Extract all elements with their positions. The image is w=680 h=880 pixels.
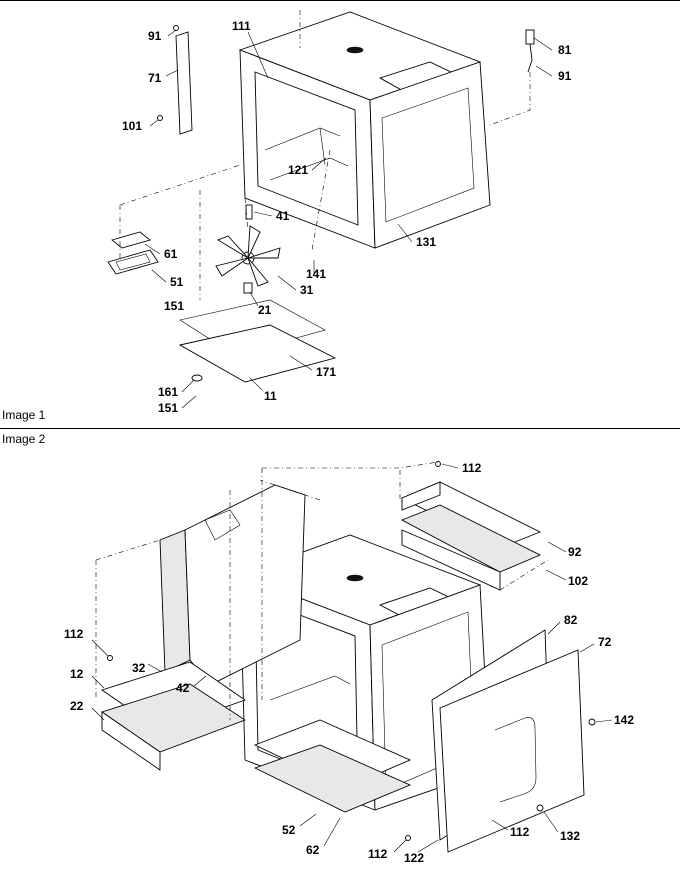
callout-101: 101	[122, 119, 142, 133]
callout-leaders-2	[91, 463, 613, 853]
callout-52: 52	[282, 823, 296, 837]
callout-122: 122	[404, 851, 424, 865]
side-panel-72	[439, 649, 585, 853]
fan-nut-21	[243, 282, 253, 294]
top-panel-102	[400, 504, 542, 591]
bottom-tray-22	[100, 683, 246, 771]
callout-21: 21	[258, 303, 272, 317]
callout-82: 82	[564, 613, 578, 627]
callout-151: 151	[164, 299, 184, 313]
callout-51: 51	[170, 275, 184, 289]
callout-91b: 91	[558, 69, 572, 83]
callout-62: 62	[306, 843, 320, 857]
callout-121: 121	[288, 163, 308, 177]
callout-141: 141	[306, 267, 326, 281]
callout-61: 61	[164, 247, 178, 261]
callout-132: 132	[560, 829, 580, 843]
callout-102: 102	[568, 574, 588, 588]
light-lens-61	[111, 231, 151, 249]
bottom-panel-11	[178, 324, 337, 383]
screw-91-left	[173, 25, 179, 31]
top-rule	[0, 0, 680, 1]
side-trim-71	[175, 31, 193, 135]
callout-12: 12	[70, 667, 84, 681]
callout-171: 171	[316, 365, 336, 379]
callout-161: 161	[158, 385, 178, 399]
callout-labels-2: 112 92 102 82 72 112 12 22 32 42 142 52 …	[64, 461, 634, 865]
screw-112-bottom	[405, 835, 411, 841]
callout-11: 11	[264, 389, 277, 403]
panel-title-image-2: Image 2	[2, 432, 46, 446]
callout-112-bottom: 112	[368, 847, 388, 861]
callout-142: 142	[614, 713, 634, 727]
screw-112-left	[107, 655, 113, 661]
fan-shaft-41	[245, 204, 253, 220]
bracket-161	[191, 374, 203, 382]
callout-92: 92	[568, 545, 582, 559]
callout-labels-1: 91 111 71 101 81 91 121 131 41 61 51 151…	[122, 19, 572, 415]
sensor-81	[525, 29, 535, 73]
callout-leaders-1	[144, 29, 553, 409]
screw-112-top	[435, 461, 441, 467]
callout-81: 81	[558, 43, 572, 57]
light-housing-51	[107, 249, 159, 275]
bottom-panel-62	[253, 744, 412, 813]
screw-132	[536, 804, 544, 812]
callout-32: 32	[132, 661, 146, 675]
panel-title-image-1: Image 1	[2, 408, 46, 422]
screw-101	[157, 115, 163, 121]
callout-71: 71	[148, 71, 162, 85]
left-wrap-42	[184, 484, 306, 686]
callout-22: 22	[70, 699, 84, 713]
callout-131: 131	[416, 235, 436, 249]
callout-41: 41	[276, 209, 290, 223]
callout-112-right: 112	[510, 825, 530, 839]
callout-31: 31	[300, 283, 314, 297]
callout-111: 111	[232, 19, 251, 33]
callout-151b: 151	[158, 401, 178, 415]
panel-divider	[0, 428, 680, 429]
callout-72: 72	[598, 635, 612, 649]
callout-112-left: 112	[64, 627, 84, 641]
screw-142	[588, 718, 596, 726]
convection-fan-31	[215, 225, 281, 287]
callout-112-top: 112	[462, 461, 482, 475]
callout-91: 91	[148, 29, 162, 43]
callout-42: 42	[176, 681, 190, 695]
